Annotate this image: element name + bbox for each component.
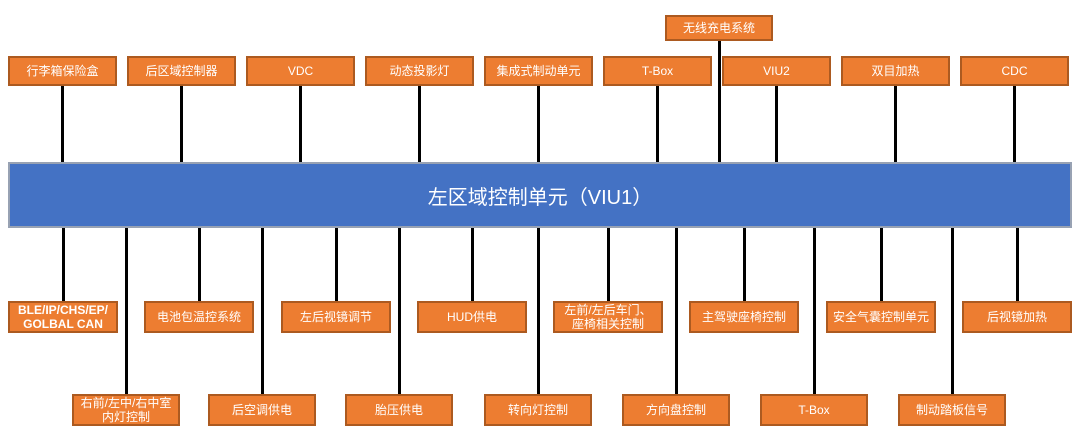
connector-line [742,228,746,301]
node-label: 左前/左后车门、座椅相关控制 [564,302,652,331]
connector-line [537,86,540,162]
node-left-rear-mirror-adjust: 左后视镜调节 [281,301,391,333]
node-integrated-brake-unit: 集成式制动单元 [484,56,593,86]
node-label: 后视镜加热 [986,309,1047,324]
node-turn-signal-control: 转向灯控制 [484,394,592,426]
node-vdc: VDC [246,56,355,86]
node-left-door-seat-control: 左前/左后车门、座椅相关控制 [553,301,663,333]
node-label: 双目加热 [871,63,920,78]
node-label: 胎压供电 [374,402,423,417]
node-airbag-control-unit: 安全气囊控制单元 [826,301,936,333]
node-label: 行李箱保险盒 [26,63,99,78]
connector-line [812,228,816,394]
node-brake-pedal-signal: 制动踏板信号 [898,394,1006,426]
connector-line [674,228,678,394]
node-label: 电池包温控系统 [156,309,241,324]
connector-line [197,228,201,301]
node-label: 动态投影灯 [389,63,450,78]
node-label: 后区域控制器 [145,63,218,78]
node-label: T-Box [798,402,830,417]
node-label: 转向灯控制 [507,402,568,417]
connector-line [418,86,421,162]
node-label: 左后视镜调节 [299,309,372,324]
connector-line [299,86,302,162]
hub-left-zone-control-unit-viu1: 左区域控制单元（VIU1） [8,162,1072,228]
node-dynamic-projection-lamp: 动态投影灯 [365,56,474,86]
connector-line [397,228,401,394]
node-rear-zone-controller: 后区域控制器 [127,56,236,86]
connector-line [536,228,540,394]
node-interior-light-control: 右前/左中/右中室内灯控制 [72,394,180,426]
node-label: 方向盘控制 [645,402,706,417]
connector-line [717,41,721,162]
node-trunk-fuse-box: 行李箱保险盒 [8,56,117,86]
connector-line [950,228,954,394]
node-label: VDC [287,63,314,78]
node-label: 无线充电系统 [682,20,755,35]
node-tbox-top: T-Box [603,56,712,86]
connector-line [61,86,64,162]
node-label: HUD供电 [447,309,497,324]
node-label: 集成式制动单元 [496,63,581,78]
connector-line [1015,228,1019,301]
node-label: CDC [1001,63,1028,78]
node-tire-pressure-power: 胎压供电 [345,394,453,426]
connector-line [180,86,183,162]
node-steering-wheel-control: 方向盘控制 [622,394,730,426]
node-label: 右前/左中/右中室内灯控制 [80,395,172,424]
connector-line [61,228,65,301]
node-battery-pack-thermal-control: 电池包温控系统 [144,301,254,333]
node-mirror-heating: 后视镜加热 [962,301,1072,333]
connector-line [124,228,128,394]
connector-line [879,228,883,301]
hub-label: 左区域控制单元（VIU1） [427,186,653,209]
connector-line [470,228,474,301]
node-viu2: VIU2 [722,56,831,86]
node-label: T-Box [641,63,674,78]
node-label: 后空调供电 [231,402,292,417]
connector-line [894,86,897,162]
connector-line [656,86,659,162]
node-label: 安全气囊控制单元 [832,309,929,324]
node-wireless-charging: 无线充电系统 [665,15,773,41]
node-binocular-heating: 双目加热 [841,56,950,86]
node-tbox-bottom: T-Box [760,394,868,426]
node-ble-global-can: BLE/IP/CHS/EP/GOLBAL CAN [8,301,118,333]
connector-line [260,228,264,394]
node-label: VIU2 [763,63,790,78]
node-label: 主驾驶座椅控制 [701,309,786,324]
connector-line [334,228,338,301]
connector-line [775,86,778,162]
connector-line [606,228,610,301]
node-label: 制动踏板信号 [915,402,988,417]
node-cdc: CDC [960,56,1069,86]
node-driver-seat-control: 主驾驶座椅控制 [689,301,799,333]
node-hud-power: HUD供电 [417,301,527,333]
connector-line [1013,86,1016,162]
node-rear-ac-power: 后空调供电 [208,394,316,426]
node-label: BLE/IP/CHS/EP/GOLBAL CAN [17,302,109,331]
